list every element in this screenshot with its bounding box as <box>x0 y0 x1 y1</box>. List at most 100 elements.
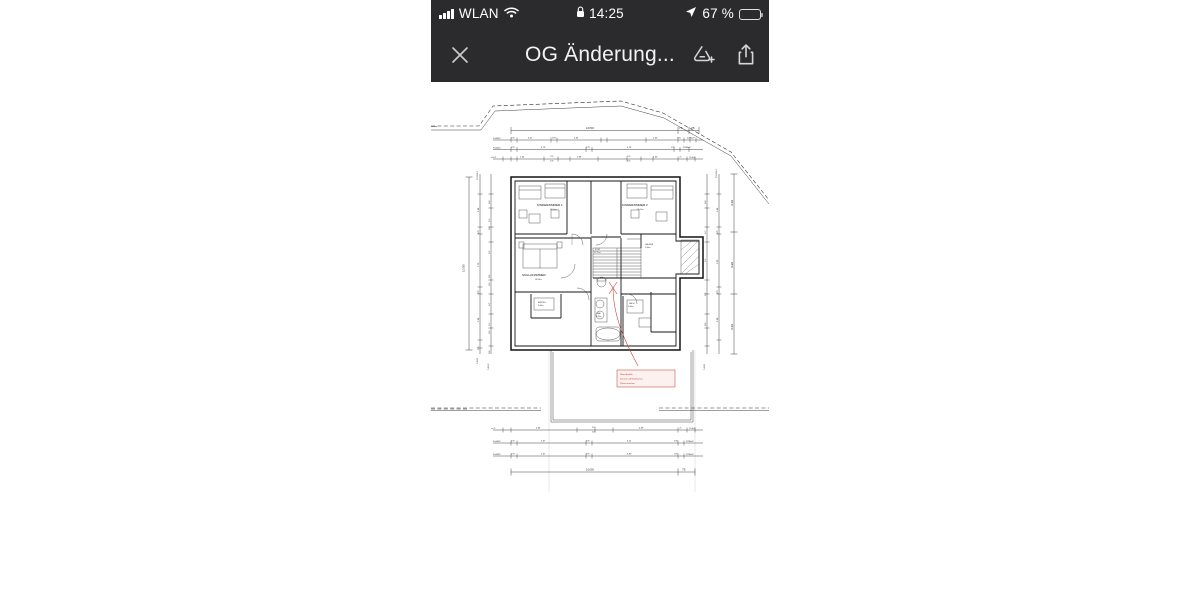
close-icon <box>452 47 468 63</box>
svg-text:3.29: 3.29 <box>730 200 734 206</box>
dimension-chain-top-4: =0a 22 2.00 1.26 3.38 2.49 1.26 3.34 2.0… <box>491 156 703 163</box>
wifi-icon <box>503 5 519 23</box>
svg-text:4.79: 4.79 <box>541 147 546 149</box>
svg-text:=0a 22: =0a 22 <box>491 157 496 159</box>
room-label-kinderzimmer-1: KINDERZIMMER 1 <box>537 203 563 207</box>
svg-text:2238=P: 2238=P <box>686 454 694 456</box>
svg-text:175: 175 <box>478 346 480 350</box>
svg-text:3.08: 3.08 <box>717 317 719 322</box>
svg-text:10.50: 10.50 <box>462 264 466 272</box>
svg-text:75: 75 <box>679 126 683 130</box>
svg-text:1.27: 1.27 <box>489 303 491 306</box>
status-bar-center: 14:25 <box>431 5 769 23</box>
svg-text:GALERIE: GALERIE <box>645 243 654 246</box>
location-arrow-icon <box>685 5 697 23</box>
svg-text:4.54: 4.54 <box>574 138 579 140</box>
dimension-chain-right: 1.08 1.77 2.67 1.72 1.08 P=0622 3.08 175… <box>704 168 738 370</box>
svg-text:175: 175 <box>717 290 719 294</box>
svg-text:3.50: 3.50 <box>592 427 595 429</box>
svg-text:175: 175 <box>586 147 590 149</box>
svg-text:2.70: 2.70 <box>478 262 480 267</box>
pdf-page[interactable]: 10.50 75 25 P=0622 175 3.47 175 <box>431 82 769 529</box>
svg-text:3,06m²: 3,06m² <box>628 305 634 308</box>
svg-text:175 2238=P: 175 2238=P <box>477 170 479 180</box>
status-bar-left: WLAN <box>439 5 519 23</box>
svg-text:P=0622: P=0622 <box>493 148 501 150</box>
battery-percent-label: 67 % <box>702 6 734 22</box>
lock-icon <box>576 5 585 23</box>
svg-text:2238=P: 2238=P <box>686 441 694 443</box>
svg-text:175: 175 <box>478 290 480 294</box>
svg-text:175: 175 <box>674 454 678 456</box>
svg-text:75: 75 <box>682 468 686 472</box>
svg-text:3,06m²: 3,06m² <box>538 304 544 307</box>
cellular-bars-icon <box>439 9 454 19</box>
svg-text:3.08: 3.08 <box>478 317 480 322</box>
svg-text:3.08: 3.08 <box>478 207 480 212</box>
clock-label: 14:25 <box>589 6 624 22</box>
svg-text:3.20: 3.20 <box>717 259 719 264</box>
phone-viewport: WLAN 14:25 <box>431 0 769 600</box>
dimension-chain-top-1: 10.50 75 25 <box>510 126 700 134</box>
status-bar: WLAN 14:25 <box>431 0 769 28</box>
svg-text:175: 175 <box>511 441 515 443</box>
svg-text:4.69: 4.69 <box>639 428 644 430</box>
svg-text:175: 175 <box>674 441 678 443</box>
svg-text:3.08: 3.08 <box>717 207 719 212</box>
annotation-line-3: Plätze tauschen. <box>620 382 636 385</box>
svg-text:.75: .75 <box>679 157 681 159</box>
svg-text:3.47: 3.47 <box>528 138 533 140</box>
svg-text:3.06: 3.06 <box>489 331 491 334</box>
svg-text:P=0622: P=0622 <box>493 441 501 443</box>
share-button[interactable] <box>733 41 759 69</box>
svg-text:6.87: 6.87 <box>627 454 632 456</box>
svg-text:2238=P: 2238=P <box>683 147 691 149</box>
svg-text:ABSTELL: ABSTELL <box>538 301 546 304</box>
dimension-chain-bottom-1: =a 22 4.69 3.50 3.38 4.69 .75 22 08=P <box>491 427 703 434</box>
svg-text:175 2238=P: 175 2238=P <box>716 168 718 178</box>
share-icon <box>738 44 754 65</box>
svg-text:BAD: BAD <box>597 312 602 315</box>
room-label-kinderzimmer-2: KINDERZIMMER 2 <box>622 203 648 207</box>
annotation-line-2: Dusche und Badewanne, <box>620 379 644 381</box>
svg-text:4.79: 4.79 <box>627 147 632 149</box>
svg-text:175: 175 <box>511 454 515 456</box>
building-walls <box>510 176 704 492</box>
svg-text:2.49: 2.49 <box>577 157 582 159</box>
svg-text:1.08: 1.08 <box>705 201 707 204</box>
svg-text:175: 175 <box>552 138 556 140</box>
svg-text:1.26: 1.26 <box>550 156 553 158</box>
furniture <box>518 183 700 342</box>
svg-text:1.77: 1.77 <box>705 231 707 234</box>
svg-text:22 08=P: 22 08=P <box>689 157 696 159</box>
svg-text:175: 175 <box>511 147 515 149</box>
svg-text:3.38: 3.38 <box>592 432 595 434</box>
svg-text:1.00: 1.00 <box>489 275 491 278</box>
close-button[interactable] <box>445 40 475 70</box>
svg-text:6.12: 6.12 <box>627 441 632 443</box>
floor-plan-drawing: 10.50 75 25 P=0622 175 3.47 175 <box>431 100 769 492</box>
svg-text:14,61m²: 14,61m² <box>637 208 644 211</box>
svg-text:2.00: 2.00 <box>653 157 658 159</box>
svg-text:10.50: 10.50 <box>586 468 594 472</box>
svg-text:P=0622: P=0622 <box>704 364 706 370</box>
svg-text:2.00: 2.00 <box>520 157 525 159</box>
svg-text:=a 22: =a 22 <box>491 428 495 430</box>
svg-text:P=08 22: P=08 22 <box>488 364 490 370</box>
document-viewer[interactable]: 10.50 75 25 P=0622 175 3.47 175 <box>431 82 769 529</box>
svg-text:175: 175 <box>586 454 590 456</box>
svg-text:2.67: 2.67 <box>705 259 707 262</box>
annotation-line-1: Wand Entfällt. <box>620 373 633 376</box>
battery-icon <box>739 8 764 20</box>
svg-text:175: 175 <box>478 230 480 234</box>
dimension-chain-bottom-overall: 10.50 75 <box>510 468 696 476</box>
room-labels: KINDERZIMMER 1 14,61m² KINDERZIMMER 2 14… <box>522 203 654 318</box>
svg-text:3.06: 3.06 <box>489 227 491 230</box>
svg-text:3.34: 3.34 <box>627 161 630 163</box>
navigation-bar: OG Änderung... <box>431 28 769 82</box>
markup-button[interactable] <box>691 41 717 69</box>
navigation-actions <box>691 41 759 69</box>
dimension-chain-left: 10.50 3.08 175 2.70 175 3.08 175 P=0622 … <box>462 170 494 370</box>
dimension-chain-bottom-2: P=0622 175 3.47 175 6.12 175 2238=P <box>493 440 703 446</box>
svg-text:FLUR: FLUR <box>595 249 601 251</box>
